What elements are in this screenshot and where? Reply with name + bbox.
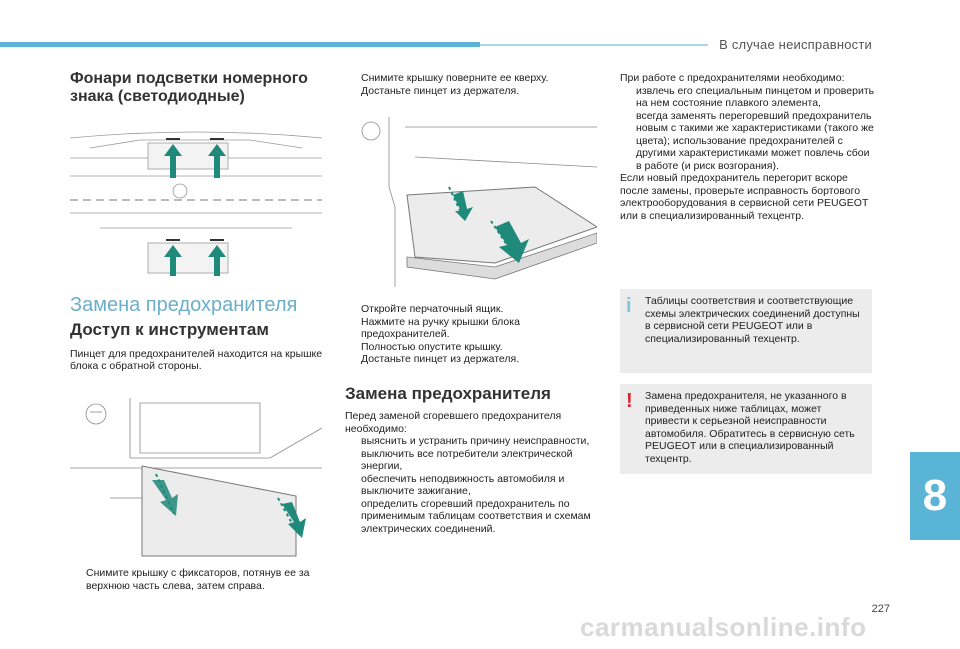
list-item: всегда заменять перегоревший предохранит…: [636, 109, 874, 172]
column-1: Фонари подсветки номерного знака (светод…: [70, 70, 320, 106]
top-accent-bar-thin: [480, 44, 708, 46]
before-replace-para: Перед заменой сгоревшего предохранителя …: [345, 410, 562, 435]
warning-text: Замена предохранителя, не указанного в п…: [645, 390, 855, 465]
info-box: i Таблицы соответствия и соответствующие…: [620, 289, 872, 373]
warning-icon: !: [626, 390, 633, 412]
arrow-up-icon: [164, 144, 226, 276]
list-item: обеспечить неподвижность автомобиля и вы…: [361, 472, 565, 498]
column-2-mid: Откройте перчаточный ящик. Нажмите на ру…: [345, 303, 597, 535]
fuse-replacement-section: Замена предохранителя: [70, 294, 298, 316]
list-item: Снимите крышку с фиксаторов, потянув ее …: [86, 567, 310, 592]
glovebox-illustration: [345, 117, 597, 287]
tools-access-heading: Доступ к инструментам: [70, 320, 269, 339]
list-item: Откройте перчаточный ящик.: [361, 303, 504, 315]
list-item: извлечь его специальным пинцетом и прове…: [636, 84, 875, 110]
list-item: Полностью опустите крышку.: [361, 340, 503, 353]
list-item: Достаньте пинцет из держателя.: [361, 84, 520, 97]
list-item: Снимите крышку поверните ее кверху.: [361, 72, 549, 84]
fuse-cover-illustration: [70, 398, 322, 558]
column-2-top: Снимите крышку поверните ее кверху. Дост…: [345, 72, 595, 97]
tools-para: Пинцет для предохранителей находится на …: [70, 347, 323, 373]
arrow-down-icon: [453, 191, 529, 263]
section-title: В случае неисправности: [719, 37, 872, 52]
top-accent-bar: [0, 42, 480, 47]
column-3: При работе с предохранителями необходимо…: [620, 72, 876, 222]
chapter-tab[interactable]: 8: [910, 452, 960, 540]
column-1-lower: Замена предохранителя Доступ к инструмен…: [70, 294, 325, 373]
fuse-handling-para: При работе с предохранителями необходимо…: [620, 72, 845, 84]
list-item: выяснить и устранить причину неисправнос…: [361, 435, 590, 447]
list-item: выключить все потребители электрической …: [361, 447, 573, 473]
list-item: Нажмите на ручку крышки блока предохрани…: [361, 315, 520, 341]
list-item: определить сгоревший предохранитель по п…: [361, 497, 591, 535]
fuse-replacement-heading: Замена предохранителя: [345, 383, 551, 403]
watermark: carmanualsonline.info: [580, 612, 867, 642]
list-item: Достаньте пинцет из держателя.: [361, 353, 520, 365]
recheck-para: Если новый предохранитель перегорит вско…: [620, 172, 869, 222]
info-icon: i: [626, 295, 632, 317]
column-1-bullet: Снимите крышку с фиксаторов, потянув ее …: [70, 567, 322, 592]
page-number: 227: [871, 603, 890, 615]
info-text: Таблицы соответствия и соответствующие с…: [645, 295, 860, 345]
license-lights-heading: Фонари подсветки номерного знака (светод…: [70, 70, 308, 105]
license-plate-illustration: [70, 118, 322, 280]
warning-box: ! Замена предохранителя, не указанного в…: [620, 384, 872, 474]
